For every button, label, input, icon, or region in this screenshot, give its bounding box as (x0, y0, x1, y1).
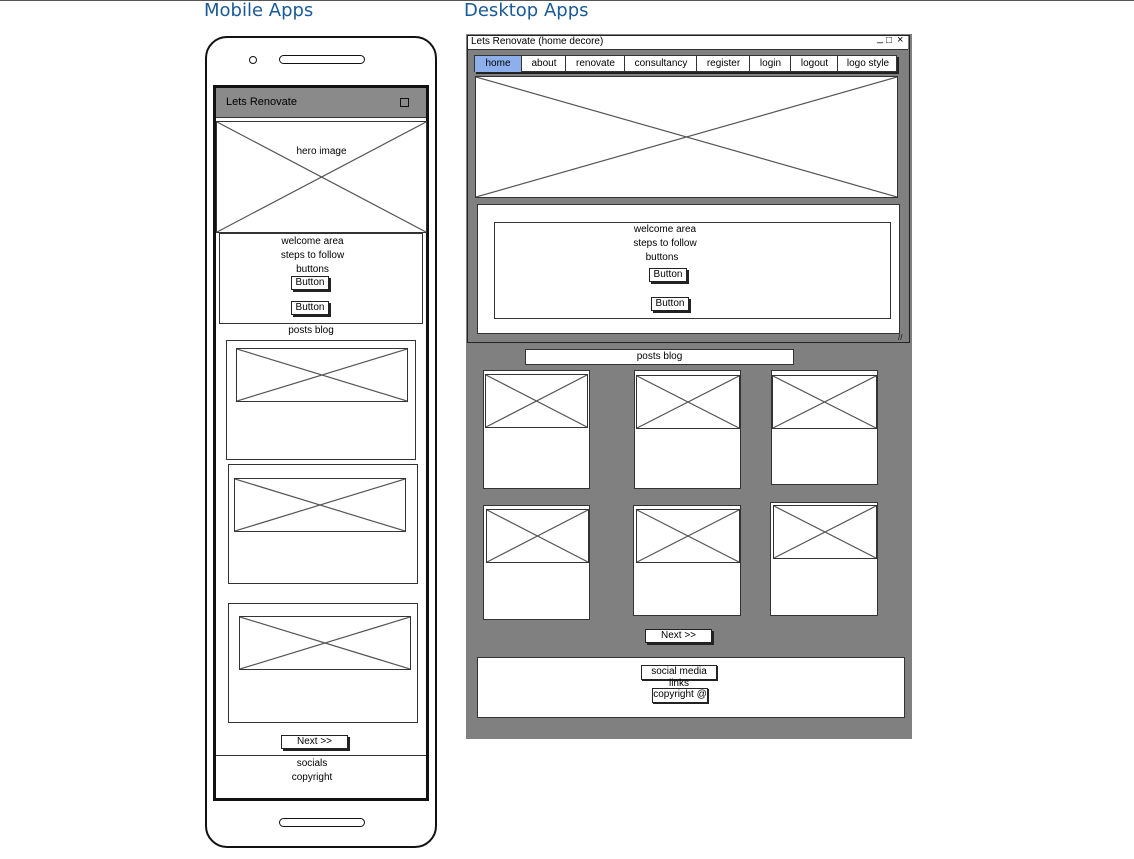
post-image-placeholder (636, 509, 740, 563)
mobile-next-button[interactable]: Next >> (281, 735, 348, 749)
nav-about[interactable]: about (521, 56, 566, 72)
mobile-post-card[interactable] (228, 464, 418, 584)
desktop-hero-image (475, 76, 898, 198)
minimize-icon[interactable]: _ (877, 32, 884, 44)
post-image-placeholder (234, 478, 406, 532)
close-icon[interactable]: × (897, 34, 904, 46)
mobile-welcome-area: welcome area steps to follow buttons But… (219, 233, 423, 324)
post-image-placeholder (773, 505, 877, 559)
desktop-button-2[interactable]: Button (651, 297, 689, 311)
post-image-placeholder (239, 616, 411, 670)
desktop-next-button[interactable]: Next >> (645, 629, 712, 643)
desktop-nav-bar: home about renovate consultancy register… (474, 55, 897, 72)
mobile-app-bar: Lets Renovate (216, 88, 426, 118)
buttons-label: buttons (296, 264, 329, 275)
mobile-post-card[interactable] (228, 603, 418, 723)
mobile-apps-heading: Mobile Apps (204, 0, 314, 21)
nav-register[interactable]: register (696, 56, 750, 72)
desktop-post-card[interactable] (771, 370, 878, 485)
mobile-footer-divider (216, 755, 426, 756)
menu-icon[interactable] (400, 98, 409, 107)
desktop-posts-blog-bar: posts blog (525, 349, 794, 365)
maximize-icon[interactable]: □ (886, 35, 893, 46)
mobile-hero-image: hero image (216, 121, 427, 233)
mobile-button-2[interactable]: Button (291, 301, 329, 315)
nav-logo-style[interactable]: logo style (837, 56, 898, 72)
posts-blog-label: posts blog (636, 351, 683, 362)
mobile-posts-blog-label: posts blog (288, 325, 334, 336)
post-image-placeholder (772, 375, 877, 429)
post-image-placeholder (486, 509, 589, 563)
mobile-post-card[interactable] (226, 340, 416, 460)
post-image-placeholder (485, 374, 588, 428)
desktop-post-card[interactable] (483, 370, 590, 489)
phone-speaker-icon (279, 55, 365, 64)
desktop-button-1[interactable]: Button (649, 268, 687, 282)
desktop-post-card[interactable] (770, 502, 878, 616)
resize-grip-icon[interactable]: // (898, 333, 903, 342)
desktop-post-card[interactable] (483, 505, 590, 620)
post-image-placeholder (236, 348, 408, 402)
copyright-button[interactable]: copyright @ (652, 688, 708, 703)
window-title-bar: Lets Renovate (home decore) _ □ × (468, 32, 908, 50)
steps-label: steps to follow (280, 250, 345, 261)
buttons-label: buttons (645, 252, 679, 263)
phone-camera-icon (249, 56, 257, 64)
nav-renovate[interactable]: renovate (565, 56, 625, 72)
post-image-placeholder (636, 375, 740, 429)
desktop-footer: social media links copyright @ (477, 657, 905, 718)
desktop-welcome-container: welcome area steps to follow buttons But… (477, 204, 900, 334)
mobile-socials-label: socials (296, 758, 328, 769)
phone-home-bar-icon (279, 818, 365, 827)
social-media-links-button[interactable]: social media links (641, 665, 717, 689)
nav-login[interactable]: login (749, 56, 791, 72)
mobile-copyright-label: copyright (291, 772, 333, 783)
mobile-app-title: Lets Renovate (226, 96, 297, 108)
nav-home[interactable]: home (475, 56, 521, 72)
hero-image-label: hero image (296, 146, 347, 157)
desktop-post-card[interactable] (634, 370, 741, 489)
welcome-area-label: welcome area (633, 224, 697, 235)
nav-consultancy[interactable]: consultancy (624, 56, 697, 72)
steps-label: steps to follow (633, 238, 697, 249)
welcome-area-label: welcome area (281, 236, 344, 247)
top-divider (0, 0, 1134, 1)
nav-logout[interactable]: logout (790, 56, 838, 72)
desktop-apps-heading: Desktop Apps (464, 0, 589, 21)
mobile-button-1[interactable]: Button (291, 276, 329, 290)
desktop-post-card[interactable] (633, 505, 741, 616)
window-title: Lets Renovate (home decore) (471, 36, 604, 47)
desktop-welcome-area: welcome area steps to follow buttons But… (494, 222, 891, 319)
